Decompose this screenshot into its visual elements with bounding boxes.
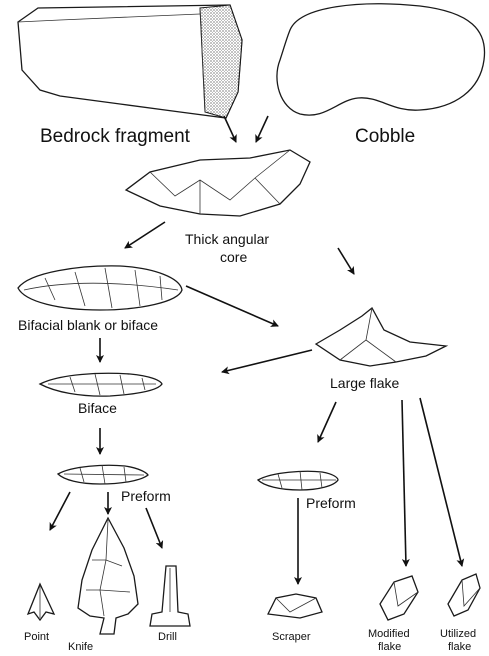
biface-label: Biface: [78, 400, 117, 416]
arrow-large-flake-to-right-preform: [318, 402, 336, 442]
left-preform-illustration: [58, 465, 148, 484]
drill-label: Drill: [158, 631, 177, 643]
scraper-illustration: [268, 594, 322, 618]
arrow-preform-to-drill: [146, 508, 162, 548]
modified-flake-label-line1: Modified: [368, 628, 410, 640]
right-preform-illustration: [258, 471, 338, 490]
large-flake-label: Large flake: [330, 375, 399, 391]
knife-illustration: [78, 518, 138, 634]
arrow-cobble-to-core: [256, 116, 268, 142]
arrow-blank-to-large-flake: [186, 286, 278, 326]
modified-flake-illustration: [380, 576, 418, 620]
arrow-core-to-bifacial-blank: [125, 222, 165, 248]
thick-core-label-line1: Thick angular: [185, 231, 269, 247]
arrow-preform-to-point: [50, 492, 70, 530]
biface-illustration: [40, 373, 162, 396]
bedrock-fragment-illustration: [18, 5, 242, 118]
thick-angular-core-illustration: [126, 150, 310, 216]
arrow-large-flake-to-modified-flake: [402, 400, 406, 566]
drill-illustration: [150, 566, 190, 626]
arrow-large-flake-to-biface: [222, 350, 312, 372]
arrow-large-flake-to-utilized-flake: [420, 398, 462, 566]
arrow-core-to-large-flake: [338, 248, 354, 274]
utilized-flake-label-line2: flake: [448, 641, 471, 653]
bedrock-fragment-label: Bedrock fragment: [40, 126, 191, 147]
preform-right-label: Preform: [306, 495, 356, 511]
large-flake-illustration: [316, 308, 446, 366]
arrow-bedrock-to-core: [224, 116, 236, 142]
point-label: Point: [24, 631, 49, 643]
cobble-label: Cobble: [355, 126, 415, 147]
knife-label: Knife: [68, 641, 93, 653]
bifacial-blank-label: Bifacial blank or biface: [18, 317, 158, 333]
thick-core-label-line2: core: [220, 249, 247, 265]
preform-left-label: Preform: [121, 488, 171, 504]
scraper-label: Scraper: [272, 631, 311, 643]
bifacial-blank-illustration: [18, 266, 182, 310]
cobble-illustration: [277, 4, 485, 115]
modified-flake-label-line2: flake: [378, 641, 401, 653]
utilized-flake-label-line1: Utilized: [440, 628, 476, 640]
point-illustration: [28, 584, 54, 620]
utilized-flake-illustration: [448, 574, 480, 616]
